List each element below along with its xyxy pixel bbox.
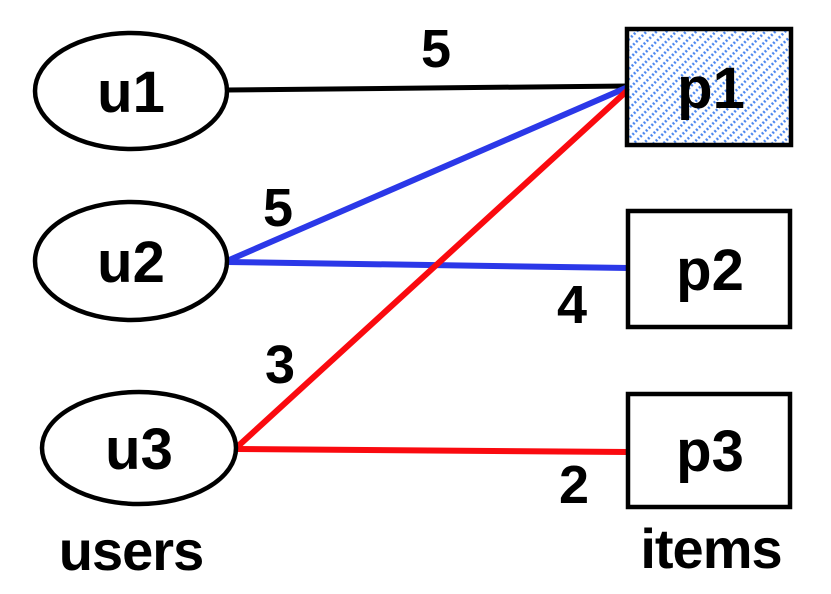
user-node-u3 (39, 389, 239, 507)
item-node-p2-label: p2 (676, 238, 744, 303)
edge-u2-p2 (226, 259, 630, 271)
edge-weight-u2-p2: 4 (557, 275, 587, 335)
edge-u3-p3 (235, 446, 630, 455)
item-node-p2 (625, 208, 793, 330)
group-label-items: items (640, 517, 781, 580)
user-node-u1 (32, 30, 230, 152)
edge-u3-p1 (233, 86, 632, 451)
user-node-u2 (32, 199, 230, 323)
edge-u2-p1 (225, 84, 630, 264)
user-node-u3-label: u3 (105, 417, 173, 482)
edge-u1-p1 (226, 83, 629, 93)
user-node-u2-label: u2 (97, 230, 165, 295)
item-node-p3 (625, 391, 793, 510)
item-node-p1 (624, 26, 794, 148)
edge-weight-u1-p1: 5 (421, 19, 451, 79)
edge-weight-u3-p1: 3 (265, 335, 295, 395)
group-label-users: users (59, 519, 203, 582)
item-node-p1-label: p1 (677, 56, 745, 121)
item-node-p3-label: p3 (676, 419, 744, 484)
edge-weight-u3-p3: 2 (559, 455, 589, 515)
edge-weight-u2-p1: 5 (263, 178, 293, 238)
user-node-u1-label: u1 (97, 60, 165, 125)
